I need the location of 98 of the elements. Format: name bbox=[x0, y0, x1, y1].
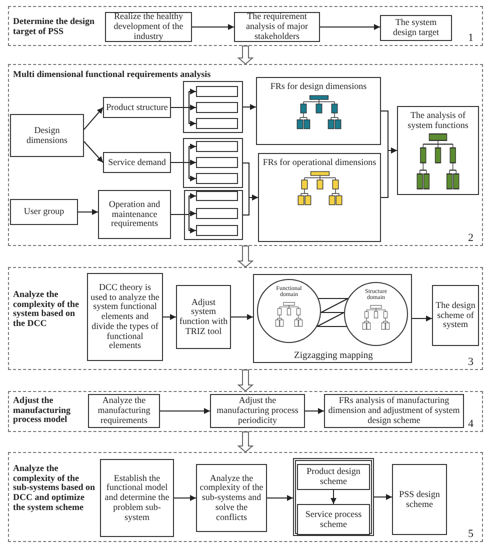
placeholder-box bbox=[196, 208, 238, 219]
stage-heading: Analyze the complexity of the system based on the DCC bbox=[13, 290, 80, 329]
process-box bbox=[380, 15, 452, 41]
box-label: Analyze the manufacturing requirements bbox=[96, 396, 152, 426]
placeholder-box bbox=[196, 191, 238, 201]
arrow bbox=[380, 148, 398, 198]
box-label: The analysis of system functions bbox=[406, 111, 470, 130]
scheme-container bbox=[293, 458, 374, 536]
box-caption: Zigzagging mapping bbox=[293, 351, 374, 362]
box-label: Establish the functional model and determine the problem sub-system bbox=[104, 474, 170, 522]
arrow bbox=[242, 194, 258, 216]
stage-number: 2 bbox=[468, 233, 474, 245]
arrow bbox=[84, 141, 104, 163]
process-box bbox=[196, 464, 267, 532]
box-label: Service demand bbox=[108, 158, 166, 168]
placeholder-box bbox=[196, 225, 238, 236]
process-box bbox=[10, 199, 78, 225]
zigzag-line bbox=[316, 298, 348, 327]
process-box bbox=[256, 77, 381, 145]
hollow-arrow bbox=[237, 46, 254, 65]
process-box bbox=[258, 153, 381, 242]
arrow bbox=[170, 214, 196, 234]
box-label: DCC theory is used to analyze the system functional elements and divide the types of functional elements bbox=[90, 282, 160, 352]
box-label: Product design scheme bbox=[306, 467, 362, 487]
hollow-arrow bbox=[237, 370, 254, 392]
hollow-arrow bbox=[237, 432, 254, 453]
box-group-frame bbox=[183, 138, 243, 188]
box-label: PSS design scheme bbox=[398, 490, 441, 510]
stage-panel bbox=[8, 64, 483, 246]
box-label: The system design target bbox=[392, 18, 440, 38]
arrow bbox=[266, 495, 294, 501]
stage-panel bbox=[8, 6, 483, 46]
box-label: The requirement analysis of major stakeholders bbox=[245, 12, 309, 42]
box-label: Product structure bbox=[106, 102, 168, 112]
stage-panel bbox=[8, 267, 483, 370]
stage-heading: Adjust the manufacturing process model bbox=[13, 396, 72, 426]
process-box bbox=[392, 464, 447, 535]
process-box bbox=[10, 114, 84, 157]
arrow bbox=[412, 316, 432, 322]
box-label: Adjust the manufacturing process periodicity bbox=[216, 396, 300, 426]
box-label: User group bbox=[24, 207, 64, 217]
process-box bbox=[234, 12, 320, 42]
box-label: Service process scheme bbox=[304, 510, 363, 530]
process-box bbox=[297, 464, 370, 490]
process-box bbox=[87, 273, 163, 361]
stage-number: 5 bbox=[468, 529, 474, 541]
arrow bbox=[162, 314, 176, 320]
arrow bbox=[230, 314, 254, 320]
arrow bbox=[170, 107, 196, 126]
process-box bbox=[103, 97, 171, 118]
process-box bbox=[432, 285, 479, 346]
stage-heading: Determine the design target of PSS bbox=[13, 17, 96, 36]
arrow bbox=[192, 24, 234, 30]
stage-number: 4 bbox=[468, 419, 474, 431]
box-label: FRs for operational dimensions bbox=[262, 158, 376, 168]
arrow bbox=[330, 490, 336, 504]
box-label: Analyze the complexity of the sub-systems and solve the conflicts bbox=[199, 474, 264, 522]
process-box bbox=[297, 504, 370, 535]
box-label: FRs for design dimensions bbox=[270, 82, 367, 92]
box-label: Adjust system function with TRIZ tool bbox=[179, 298, 228, 336]
process-box bbox=[176, 285, 231, 349]
arrow bbox=[304, 408, 324, 414]
stage-heading: Multi dimensional functional requirements analysis bbox=[13, 70, 212, 80]
placeholder-box bbox=[196, 86, 238, 97]
placeholder-box bbox=[196, 141, 238, 152]
process-box bbox=[98, 190, 171, 239]
arrow bbox=[84, 107, 104, 130]
arrow bbox=[320, 24, 380, 30]
process-box bbox=[397, 106, 479, 195]
process-box bbox=[210, 394, 305, 428]
box-label: Operation and maintenance requirements bbox=[108, 200, 162, 230]
process-box bbox=[88, 394, 160, 428]
mapping-box bbox=[253, 274, 412, 363]
process-box bbox=[105, 12, 192, 42]
placeholder-box bbox=[196, 102, 238, 113]
stage-number: 3 bbox=[468, 357, 474, 369]
hollow-arrow bbox=[237, 246, 254, 268]
placeholder-box bbox=[196, 157, 238, 168]
box-group-frame bbox=[183, 81, 243, 133]
arrow bbox=[374, 494, 392, 500]
box-label: The design scheme of system bbox=[435, 300, 476, 330]
placeholder-box bbox=[196, 173, 238, 184]
box-label: Realize the healthy development of the industry bbox=[112, 12, 184, 42]
arrow bbox=[78, 209, 98, 215]
arrow bbox=[170, 162, 196, 182]
stage-number: 1 bbox=[468, 33, 474, 45]
process-box bbox=[103, 152, 171, 173]
box-label: Design dimensions bbox=[25, 126, 68, 146]
process-box bbox=[100, 459, 174, 537]
placeholder-box bbox=[196, 118, 238, 129]
stage-panel bbox=[8, 391, 483, 432]
arrow bbox=[242, 104, 256, 110]
box-group-frame bbox=[184, 190, 243, 240]
stage-panel bbox=[8, 452, 483, 542]
arrow bbox=[160, 408, 210, 414]
box-label: FRs analysis of manufacturing dimension and adjustment of system design scheme bbox=[327, 396, 461, 426]
arrow bbox=[174, 495, 196, 501]
stage-heading: Analyze the complexity of the sub-systems based on DCC and optimize the system scheme bbox=[13, 464, 96, 513]
